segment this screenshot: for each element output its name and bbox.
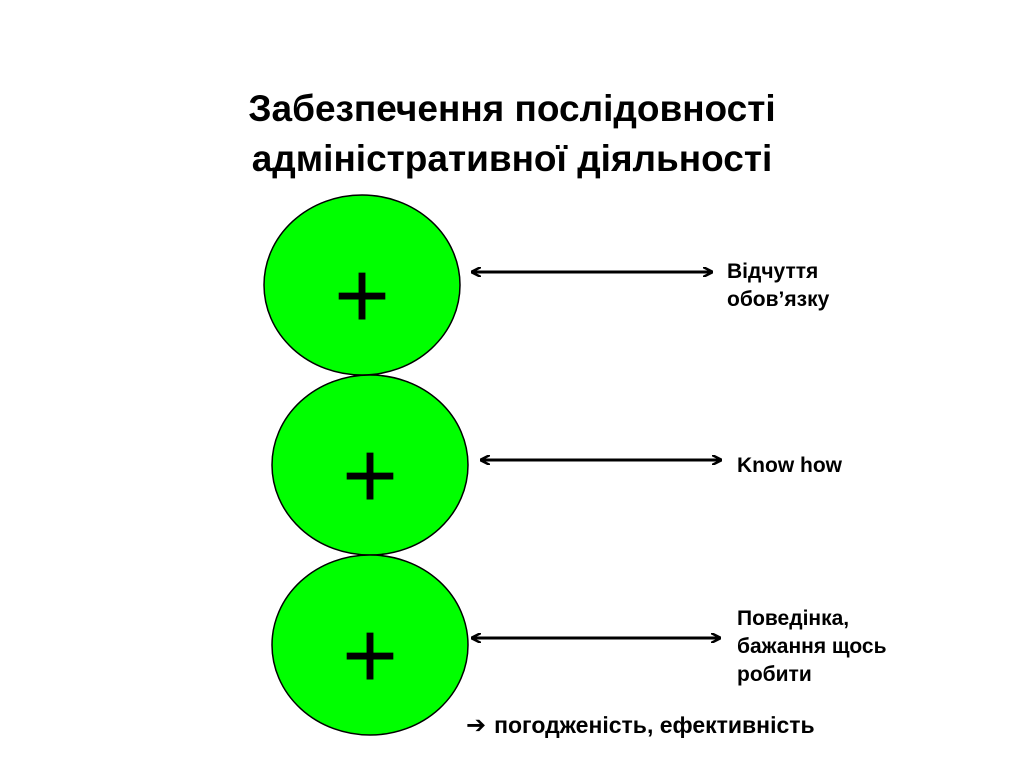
circle-3-plus: + [342,602,398,709]
label-1: Відчуття обов’язку [727,258,829,314]
label-1-line-1: Відчуття [727,260,819,283]
slide-title: Забезпечення послідовності адміністратив… [112,84,912,184]
label-3-line-3: робити [737,663,812,686]
summary-text: погодженість, ефективність [494,712,815,738]
label-3: Поведінка, бажання щось робити [737,605,887,689]
circle-3 [271,554,469,736]
right-arrow-icon: ➔ [466,712,487,739]
label-1-line-2: обов’язку [727,288,830,311]
summary: ➔ погодженість, ефективність [466,708,815,743]
label-3-line-2: бажання щось [737,635,887,658]
label-3-line-1: Поведінка, [737,607,850,630]
label-2: Know how [737,452,842,480]
circle-2-plus: + [342,422,398,529]
circle-1-plus: + [334,242,390,349]
label-2-line-1: Know how [737,454,842,477]
title-line-1: Забезпечення послідовності [248,88,776,129]
title-line-2: адміністративної діяльності [251,138,773,179]
